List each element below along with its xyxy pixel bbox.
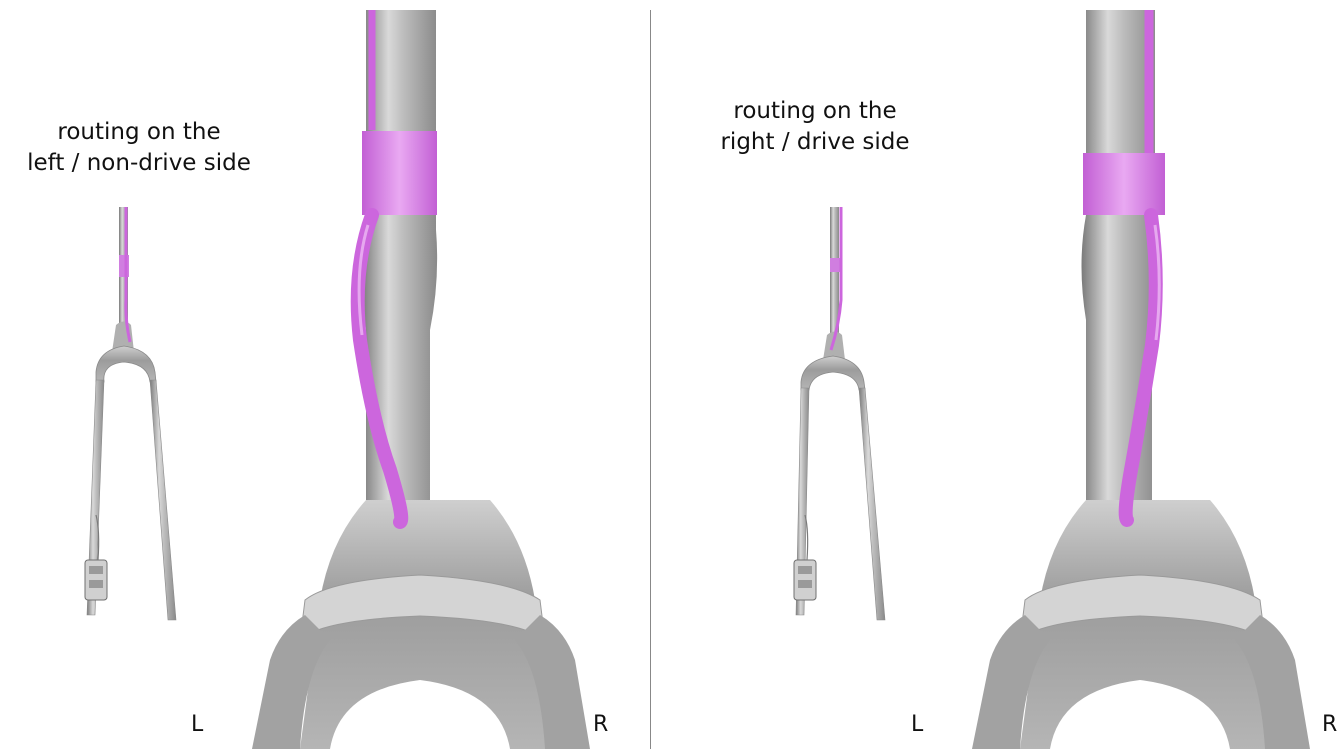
hose-clamp bbox=[1083, 153, 1165, 215]
hose-clamp bbox=[362, 131, 437, 215]
panel-right-routing: routing on the right / drive side bbox=[655, 0, 1300, 749]
right-side-label: R bbox=[1322, 712, 1337, 737]
zoomed-steerer-detail bbox=[0, 0, 645, 749]
left-side-label: L bbox=[191, 712, 203, 737]
panel-left-routing: routing on the left / non-drive side bbox=[0, 0, 645, 749]
right-side-label: R bbox=[593, 712, 608, 737]
zoomed-steerer-detail bbox=[655, 0, 1300, 749]
zoomed-fork bbox=[972, 10, 1310, 749]
panel-divider bbox=[650, 10, 651, 749]
zoomed-fork bbox=[252, 10, 590, 749]
left-side-label: L bbox=[911, 712, 923, 737]
